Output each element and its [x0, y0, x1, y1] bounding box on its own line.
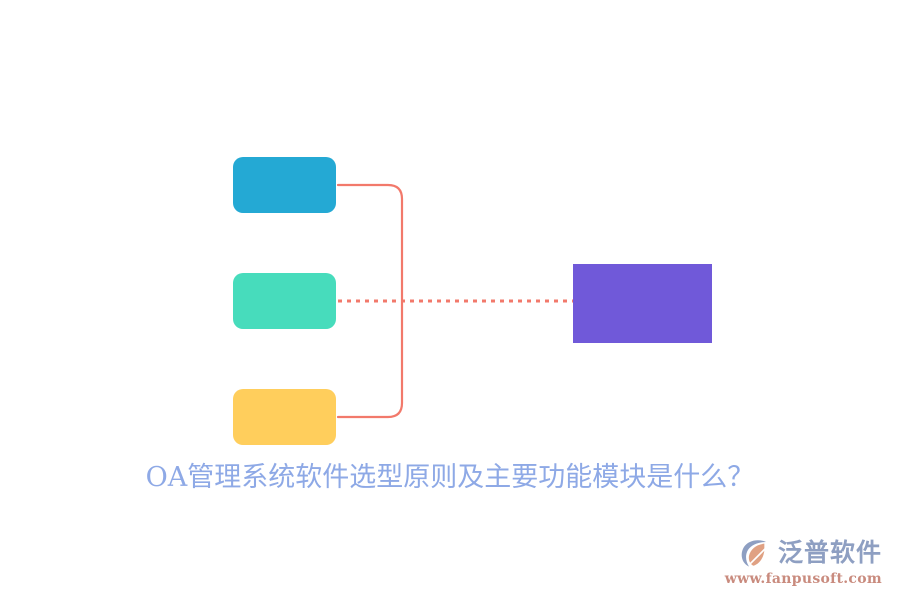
- brand-logo: 泛普软件 www.fanpusoft.com: [725, 536, 882, 588]
- brand-wordmark: 泛普软件: [777, 538, 882, 567]
- node-block-teal[interactable]: [233, 273, 336, 329]
- node-block-cyan[interactable]: [233, 157, 336, 213]
- logo-crescent-shape: [741, 540, 767, 567]
- node-block-amber[interactable]: [233, 389, 336, 445]
- logo-arc-highlight: [749, 547, 767, 565]
- fanpu-logo-icon: [741, 540, 767, 567]
- brand-logo-row: 泛普软件: [738, 536, 882, 570]
- node-block-purple[interactable]: [573, 264, 712, 343]
- connector-layer: [336, 183, 575, 419]
- node-layer: [233, 157, 712, 445]
- page-title: OA管理系统软件选型原则及主要功能模块是什么？: [145, 462, 755, 493]
- brand-url: www.fanpusoft.com: [724, 571, 882, 587]
